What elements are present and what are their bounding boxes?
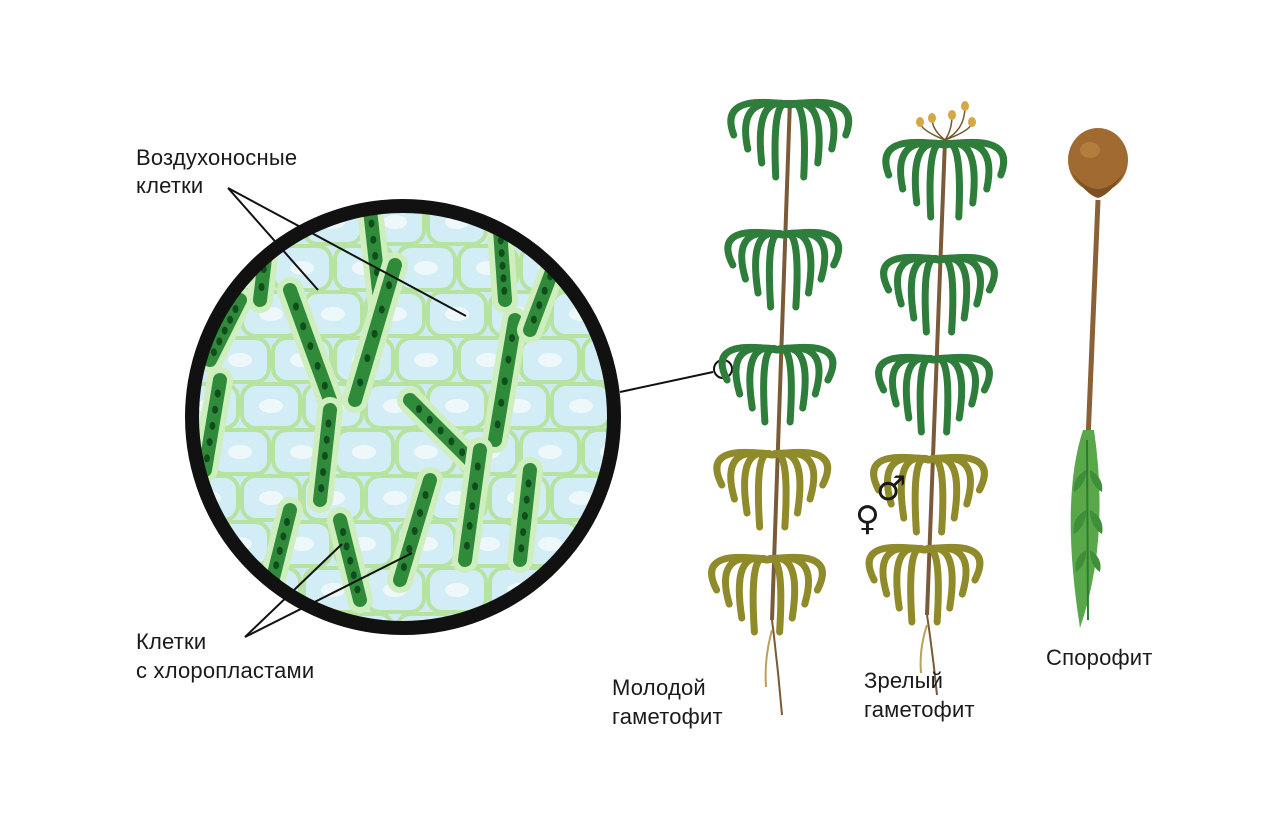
pointer-lines	[227, 187, 467, 638]
label-sporophyte: Спорофит	[1046, 645, 1153, 670]
female-symbol: ♀	[855, 499, 880, 539]
label-air-cells-line2: клетки	[136, 173, 204, 198]
young-gametophyte-plant	[708, 98, 853, 716]
male-symbol: ♂	[876, 469, 906, 509]
magnifier-connector	[619, 371, 714, 393]
label-air-cells-line1: Воздухоносные	[136, 145, 298, 170]
magnifier-ring	[185, 199, 621, 635]
mature-gametophyte-plant	[865, 101, 1008, 696]
magnified-tissue	[185, 199, 733, 635]
label-chloro-cells-line2: с хлоропластами	[136, 658, 315, 683]
label-young-line1: Молодой	[612, 675, 706, 700]
label-mature-line1: Зрелый	[864, 668, 944, 693]
label-young-line2: гаметофит	[612, 704, 723, 729]
label-mature-line2: гаметофит	[864, 697, 975, 722]
label-chloro-cells-line1: Клетки	[136, 629, 207, 654]
sporophyte-plant	[1068, 128, 1128, 628]
